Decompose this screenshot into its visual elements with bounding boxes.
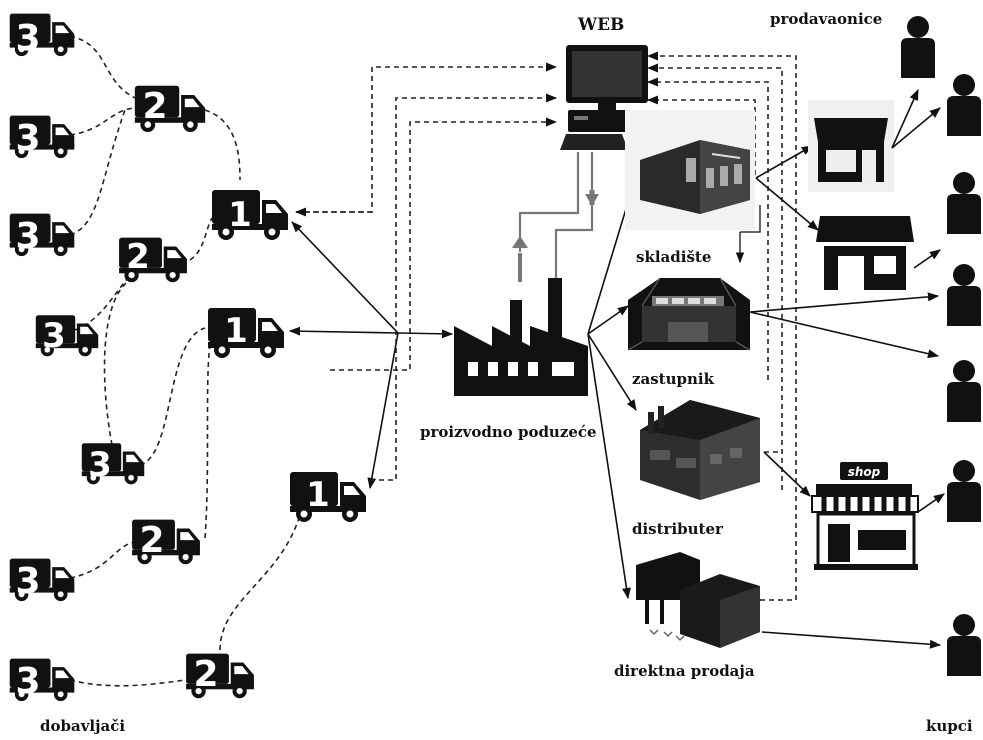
factory-web-arrows — [512, 152, 761, 282]
truck-tier3: 3 — [9, 13, 75, 59]
truck-tier1: 1 — [208, 308, 284, 358]
distributor-shop-link — [763, 451, 811, 497]
truck-tier2: 2 — [134, 85, 206, 133]
web-links-left — [294, 62, 558, 481]
tier1-factory-links — [288, 221, 454, 490]
agent-customer-links — [749, 292, 940, 359]
customer-person-icon — [947, 264, 981, 326]
distributor-building — [640, 400, 760, 500]
truck-tier3: 3 — [9, 213, 75, 257]
svg-text:2: 2 — [139, 520, 164, 561]
svg-text:3: 3 — [88, 445, 112, 485]
warehouse-building — [625, 110, 755, 230]
direct-sale-building — [636, 552, 760, 648]
svg-text:2: 2 — [142, 86, 167, 127]
svg-text:3: 3 — [15, 661, 40, 702]
label-distributor: distributer — [632, 520, 724, 538]
customer-person-icon — [947, 172, 981, 234]
svg-text:3: 3 — [15, 216, 40, 257]
svg-text:2: 2 — [193, 654, 218, 695]
direct-sale-customer-link — [761, 631, 942, 649]
svg-text:shop: shop — [848, 465, 881, 479]
truck-tier3: 3 — [35, 315, 99, 357]
customers — [901, 16, 981, 676]
shop-customer-links — [891, 88, 945, 513]
label-customers: kupci — [926, 717, 973, 735]
truck-tier1: 1 — [212, 190, 288, 240]
customer-person-icon — [947, 360, 981, 422]
label-suppliers: dobavljači — [40, 717, 125, 735]
truck-tier1: 1 — [290, 472, 366, 522]
factory-icon — [454, 278, 588, 396]
label-warehouse: skladište — [636, 248, 711, 266]
factory-channel-links — [587, 174, 638, 600]
svg-text:2: 2 — [126, 237, 150, 277]
agent-building — [627, 277, 751, 351]
truck-tier3: 3 — [9, 115, 75, 159]
svg-text:1: 1 — [306, 475, 330, 515]
shop-icon-3: shop — [811, 462, 919, 570]
label-direct-sale: direktna prodaja — [614, 662, 755, 680]
supplier-trucks: 3 2 3 3 1 2 3 1 3 2 3 1 3 2 — [9, 13, 366, 702]
svg-text:1: 1 — [224, 311, 248, 351]
customer-person-icon — [901, 16, 935, 78]
customer-person-icon — [947, 614, 981, 676]
label-shops: prodavaonice — [770, 10, 882, 28]
truck-tier3: 3 — [9, 558, 75, 602]
svg-text:3: 3 — [15, 18, 40, 59]
svg-text:1: 1 — [228, 195, 252, 235]
shop-icon-1 — [808, 100, 894, 192]
customer-person-icon — [947, 74, 981, 136]
warehouse-shop-links — [755, 145, 819, 231]
truck-tier2: 2 — [186, 653, 254, 699]
svg-text:3: 3 — [15, 118, 40, 159]
label-web: WEB — [577, 15, 624, 35]
truck-tier2: 2 — [119, 237, 187, 283]
web-links-right — [646, 51, 797, 601]
supplier-links — [69, 35, 301, 687]
customer-person-icon — [947, 460, 981, 522]
truck-tier3: 3 — [9, 658, 75, 702]
svg-text:3: 3 — [15, 561, 40, 602]
label-factory: proizvodno poduzeće — [420, 423, 597, 441]
label-agent: zastupnik — [632, 370, 715, 388]
svg-text:3: 3 — [42, 316, 66, 356]
shop-icon-2 — [816, 216, 914, 290]
truck-tier2: 2 — [132, 519, 200, 565]
truck-tier3: 3 — [81, 443, 145, 485]
